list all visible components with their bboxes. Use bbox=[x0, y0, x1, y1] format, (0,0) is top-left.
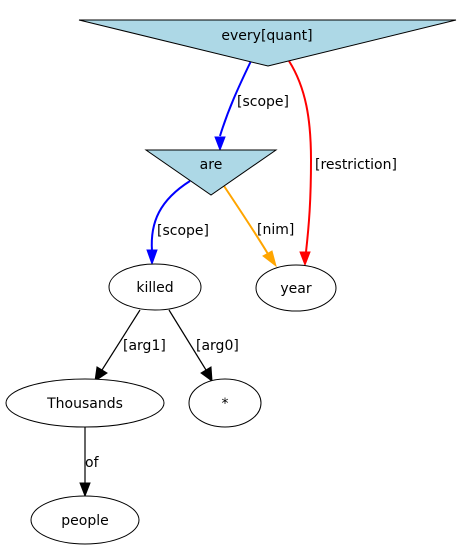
node-star-shape bbox=[188, 378, 262, 428]
node-star[interactable]: * bbox=[188, 378, 262, 428]
edge-killed-thousands: [arg1] bbox=[94, 309, 166, 383]
node-people-shape bbox=[30, 495, 140, 545]
edge-every-year: [restriction] bbox=[288, 60, 397, 267]
node-thousands-label: Thousands bbox=[46, 396, 123, 412]
node-thousands[interactable]: Thousands bbox=[5, 378, 165, 428]
node-killed-label: killed bbox=[136, 280, 173, 296]
node-people-label: people bbox=[61, 513, 108, 529]
node-are[interactable]: are bbox=[144, 149, 278, 196]
node-thousands-shape bbox=[5, 378, 165, 428]
edge-every-are-line bbox=[219, 60, 252, 137]
node-year[interactable]: year bbox=[255, 264, 337, 312]
node-killed-shape bbox=[108, 263, 202, 311]
edge-every-are: [scope] bbox=[214, 60, 289, 152]
edge-are-killed-label: [scope] bbox=[157, 223, 209, 239]
node-every-quant-label: every[quant] bbox=[221, 28, 312, 44]
node-people[interactable]: people bbox=[30, 495, 140, 545]
edge-every-are-label: [scope] bbox=[237, 94, 289, 110]
edge-killed-thousands-arrowhead bbox=[94, 366, 108, 383]
edge-are-year-arrowhead bbox=[262, 250, 277, 268]
edge-killed-star-line bbox=[168, 309, 207, 371]
node-are-shape bbox=[144, 149, 278, 196]
node-every-quant[interactable]: every[quant] bbox=[78, 19, 457, 67]
node-star-label: * bbox=[222, 396, 229, 412]
node-every-quant-shape bbox=[78, 19, 457, 67]
edge-are-killed-line bbox=[150, 180, 191, 252]
node-killed[interactable]: killed bbox=[108, 263, 202, 311]
edge-killed-thousands-label: [arg1] bbox=[123, 338, 166, 354]
node-are-label: are bbox=[200, 157, 223, 173]
edge-are-year-label: [nim] bbox=[257, 222, 294, 238]
node-year-label: year bbox=[280, 281, 311, 297]
edge-every-are-arrowhead bbox=[214, 136, 226, 152]
edge-are-killed: [scope] bbox=[146, 180, 209, 266]
edge-every-year-label: [restriction] bbox=[315, 157, 397, 173]
edge-are-killed-arrowhead bbox=[146, 249, 158, 266]
edge-are-year: [nim] bbox=[223, 185, 294, 268]
edge-every-year-arrowhead bbox=[299, 251, 311, 267]
edge-killed-star: [arg0] bbox=[168, 309, 239, 383]
edge-thousands-people-label: of bbox=[85, 455, 100, 471]
node-year-shape bbox=[255, 264, 337, 312]
edge-thousands-people: of bbox=[79, 427, 100, 498]
edge-killed-thousands-line bbox=[101, 309, 141, 371]
edge-are-year-line bbox=[223, 185, 269, 255]
edge-every-year-line bbox=[288, 60, 313, 253]
edge-killed-star-label: [arg0] bbox=[196, 338, 239, 354]
edge-killed-star-arrowhead bbox=[200, 366, 213, 383]
edge-thousands-people-arrowhead bbox=[79, 482, 91, 498]
